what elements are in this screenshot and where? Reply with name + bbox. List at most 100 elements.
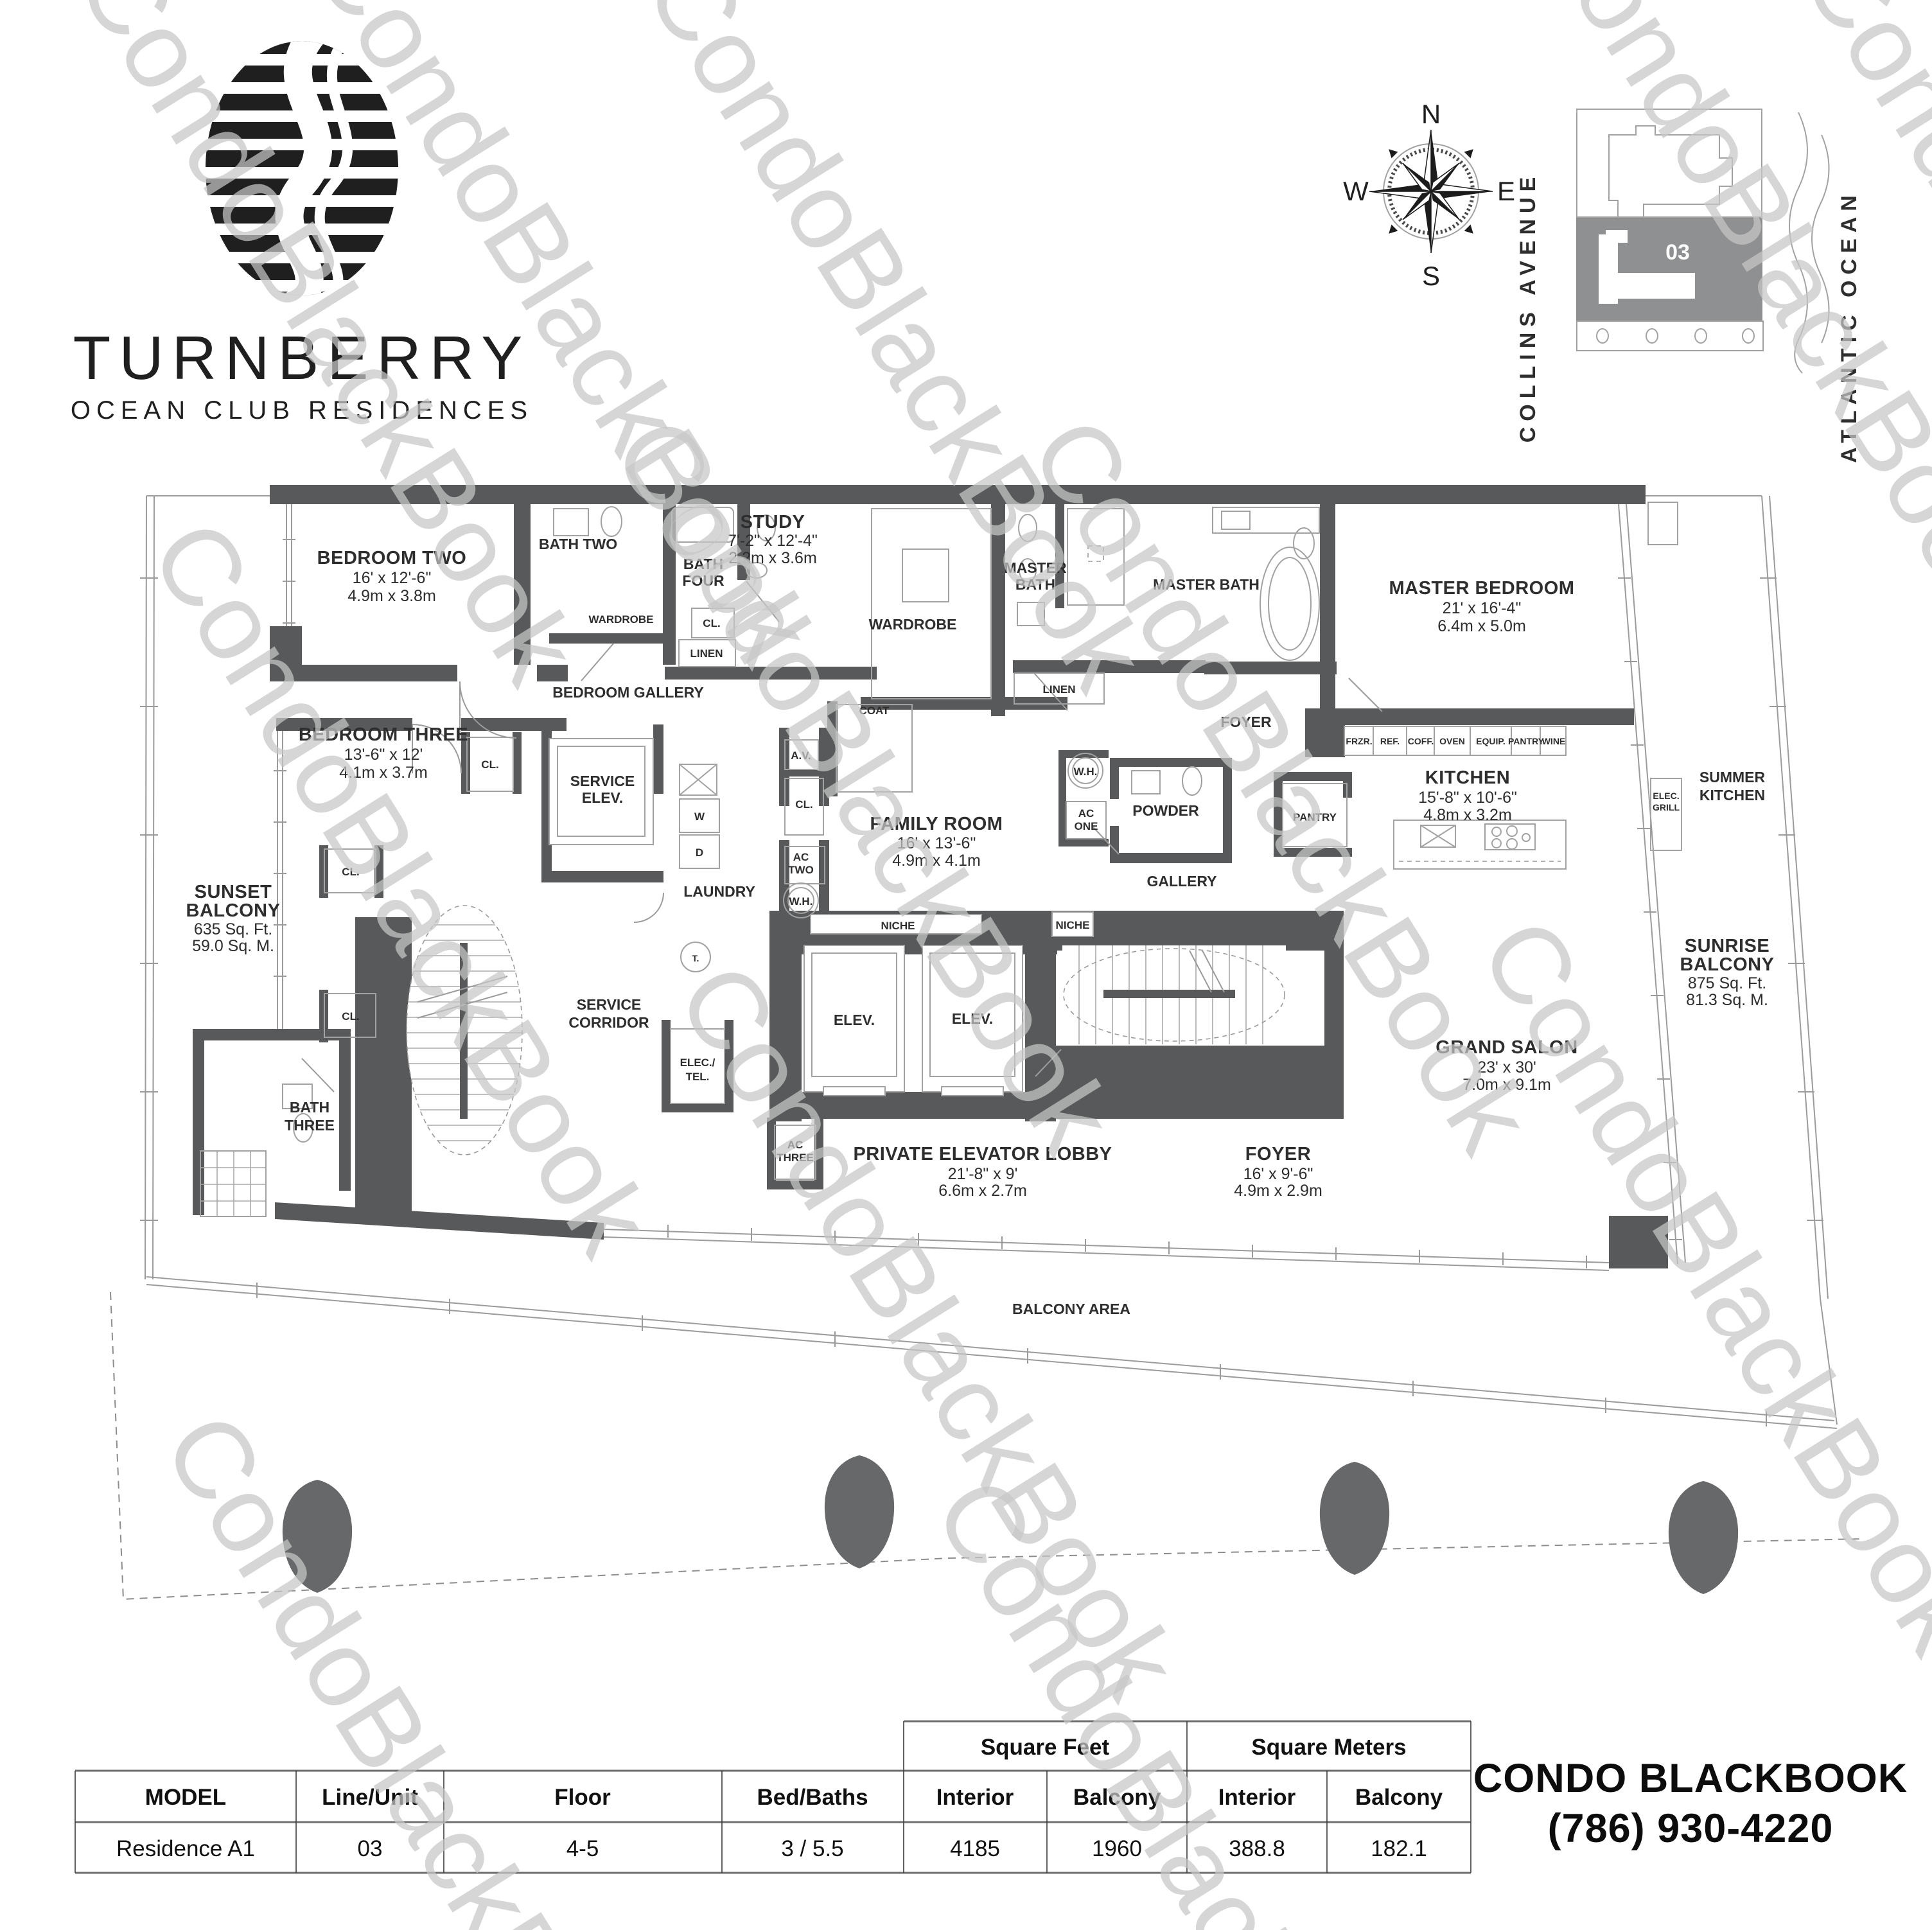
label-service-corridor-1: SERVICE (577, 996, 642, 1013)
room-dims-m-sunset-balcony: 59.0 Sq. M. (192, 937, 274, 955)
table-cell-sqft-balcony: 1960 (1092, 1836, 1142, 1861)
compass-rose: N E S W (1343, 99, 1515, 291)
label-niche-left: NICHE (881, 920, 915, 932)
label-ac-three-1: AC (787, 1139, 804, 1151)
table-cell-sqft-interior: 4185 (950, 1836, 1000, 1861)
room-dims-ft-master-bedroom: 21' x 16'-4" (1443, 599, 1522, 617)
label-laundry: LAUNDRY (683, 883, 755, 900)
label-linen-center: LINEN (1043, 683, 1076, 696)
label-bath-three-1: BATH (290, 1099, 329, 1116)
label-service-corridor-2: CORRIDOR (568, 1014, 649, 1031)
label-cl-hall: CL. (795, 798, 812, 811)
label-elec-grill-1: ELEC. (1653, 791, 1679, 801)
room-dims-m-family-room: 4.9m x 4.1m (892, 852, 981, 870)
label-bath-three-2: THREE (285, 1117, 335, 1134)
label-bath-four-2: FOUR (682, 572, 724, 589)
label-ac-three-2: THREE (777, 1152, 814, 1164)
label-appliance-equip: EQUIP. (1476, 736, 1506, 746)
elevators (804, 945, 1023, 1096)
label-summer-kitchen-2: KITCHEN (1699, 787, 1765, 803)
label-av: A.V. (791, 750, 811, 762)
table-col-sqft-interior: Interior (936, 1785, 1014, 1810)
room-label-study: STUDY (741, 512, 805, 532)
tree-icon (824, 1455, 895, 1568)
label-appliance-pantry: PANTRY (1508, 736, 1545, 746)
label-bath-four-1: BATH (683, 556, 723, 572)
door-swings (301, 581, 1383, 1092)
floor-plan: BEDROOM TWO 16' x 12'-6" 4.9m x 3.8m STU… (110, 485, 1863, 1601)
room-dims-m-grand-salon: 7.0m x 9.1m (1462, 1076, 1551, 1094)
main-stair (1062, 945, 1286, 1044)
niche-left-box (810, 914, 982, 934)
label-elev-left: ELEV. (834, 1012, 875, 1028)
spec-table: Square Feet Square Meters MODEL Line/Uni… (75, 1720, 1471, 1874)
room-dims-ft-foyer-main: 16' x 9'-6" (1243, 1165, 1313, 1183)
logo-swirl (275, 41, 333, 295)
room-dims-m-kitchen: 4.8m x 3.2m (1423, 806, 1512, 824)
label-elec-tel-2: TEL. (686, 1071, 710, 1083)
label-appliance-oven: OVEN (1439, 736, 1465, 746)
label-bath-two: BATH TWO (539, 536, 617, 552)
label-master-bath-left-2: BATH (1015, 576, 1055, 593)
label-balcony-area: BALCONY AREA (1012, 1301, 1130, 1317)
room-label-master-bedroom: MASTER BEDROOM (1389, 578, 1575, 599)
table-col-line-unit: Line/Unit (322, 1785, 418, 1810)
label-summer-kitchen-1: SUMMER (1699, 769, 1766, 785)
property-dashed-line (110, 1292, 1863, 1601)
label-ac-one-1: AC (1078, 807, 1094, 820)
table-group-sqft: Square Feet (981, 1735, 1110, 1760)
label-cl-west-upper: CL. (342, 866, 359, 878)
table-cell-sqm-balcony: 182.1 (1371, 1836, 1427, 1861)
label-master-bath-right: MASTER BATH (1153, 576, 1260, 593)
label-master-bath-left-1: MASTER (1004, 559, 1067, 576)
compass-n: N (1421, 99, 1441, 129)
label-coat: COAT (859, 705, 890, 717)
room-dims-m-sunrise-balcony: 81.3 Sq. M. (1686, 991, 1768, 1009)
unit-number-label: 03 (1665, 240, 1690, 265)
niche-right-box (1051, 911, 1094, 937)
room-dims-ft-bedroom-three: 13'-6" x 12' (344, 746, 423, 764)
contact-phone: (786) 930-4220 (1548, 1806, 1834, 1851)
room-label-kitchen: KITCHEN (1425, 768, 1510, 788)
room-dims-ft-private-elevator-lobby: 21'-8" x 9' (948, 1165, 1018, 1183)
brand-tagline: OCEAN CLUB RESIDENCES (71, 396, 533, 425)
room-label-sunrise-balcony-2: BALCONY (1680, 954, 1775, 975)
walls (193, 485, 1668, 1268)
table-col-floor: Floor (554, 1785, 611, 1810)
room-label-family-room: FAMILY ROOM (870, 814, 1003, 834)
label-elev-right: ELEV. (952, 1010, 993, 1027)
window-walls (274, 504, 1686, 1271)
room-dims-ft-sunrise-balcony: 875 Sq. Ft. (1688, 974, 1766, 992)
room-label-grand-salon: GRAND SALON (1436, 1037, 1577, 1058)
room-dims-ft-family-room: 16' x 13'-6" (897, 834, 976, 852)
label-washer: W (694, 811, 705, 823)
table-col-sqft-balcony: Balcony (1073, 1785, 1161, 1810)
table-group-sqm: Square Meters (1251, 1735, 1406, 1760)
label-wh-two: W.H. (789, 895, 813, 908)
table-cell-bed-baths: 3 / 5.5 (781, 1836, 843, 1861)
label-elec-grill-2: GRILL (1653, 802, 1680, 812)
room-dims-ft-sunset-balcony: 635 Sq. Ft. (194, 920, 272, 938)
service-elevator (549, 738, 654, 845)
room-labels: BEDROOM TWO 16' x 12'-6" 4.9m x 3.8m STU… (186, 512, 1775, 1200)
label-appliance-wine: WINE (1542, 736, 1566, 746)
compass-points (1369, 129, 1493, 254)
room-dims-ft-grand-salon: 23' x 30' (1477, 1058, 1536, 1076)
small-labels: BATH TWO BATH FOUR WARDROBE CL. LINEN MA… (285, 536, 1765, 1317)
label-service-elev-2: ELEV. (582, 789, 623, 806)
site-key-map: COLLINS AVENUE 03 ATLANTIC OCEAN (1516, 109, 1861, 463)
label-service-elev-1: SERVICE (570, 773, 635, 789)
closet-boxes (324, 508, 1348, 1180)
ocean-label: ATLANTIC OCEAN (1837, 189, 1861, 463)
label-niche-right: NICHE (1056, 919, 1090, 931)
label-wardrobe-left: WARDROBE (588, 613, 653, 626)
service-stair (406, 905, 523, 1155)
label-appliance-frzr: FRZR. (1346, 736, 1372, 746)
room-dims-m-private-elevator-lobby: 6.6m x 2.7m (938, 1182, 1027, 1200)
building-footprint-lower (1599, 230, 1695, 304)
room-dims-m-study: 2.2m x 3.6m (728, 549, 817, 567)
table-col-sqm-interior: Interior (1218, 1785, 1296, 1810)
label-linen-left: LINEN (690, 647, 723, 660)
label-ac-one-2: ONE (1075, 820, 1098, 832)
label-foyer-upper: FOYER (1220, 714, 1272, 730)
